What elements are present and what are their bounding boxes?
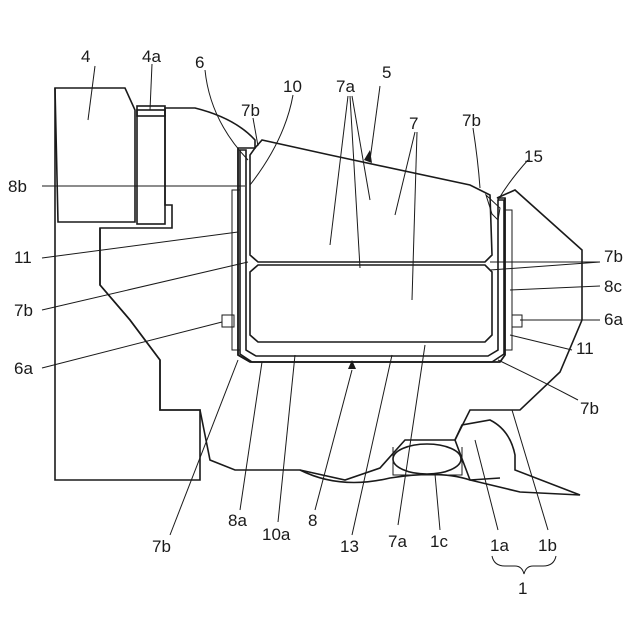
case-8 xyxy=(240,150,504,362)
member-4 xyxy=(55,88,135,222)
label-6a-right: 6a xyxy=(604,310,623,329)
label-15: 15 xyxy=(524,147,543,166)
rubber-seal-1c xyxy=(393,444,462,475)
label-5: 5 xyxy=(382,63,391,82)
label-7-top: 7 xyxy=(409,114,418,133)
label-7b-right: 7b xyxy=(604,247,623,266)
label-8c: 8c xyxy=(604,277,622,296)
label-7b-top-right: 7b xyxy=(462,111,481,130)
label-8a: 8a xyxy=(228,511,247,530)
label-4a: 4a xyxy=(142,47,161,66)
filler-11 xyxy=(222,190,522,350)
label-1a: 1a xyxy=(490,536,509,555)
label-10: 10 xyxy=(283,77,302,96)
label-1c: 1c xyxy=(430,532,448,551)
label-6a-left: 6a xyxy=(14,359,33,378)
label-13: 13 xyxy=(340,537,359,556)
label-11-right: 11 xyxy=(576,339,594,358)
housing-6 xyxy=(100,108,582,480)
seal-4a xyxy=(137,106,165,224)
label-7b-left: 7b xyxy=(14,301,33,320)
label-4: 4 xyxy=(81,47,90,66)
label-1b: 1b xyxy=(538,536,557,555)
label-1: 1 xyxy=(518,579,527,598)
leader-lines xyxy=(42,64,600,574)
ground-outline xyxy=(55,222,500,483)
magnet-lower-7 xyxy=(250,265,492,342)
label-7b-top-left: 7b xyxy=(241,101,260,120)
label-8: 8 xyxy=(308,511,317,530)
label-10a: 10a xyxy=(262,525,291,544)
label-7a-top: 7a xyxy=(336,77,355,96)
label-7a-bottom: 7a xyxy=(388,532,407,551)
label-8b: 8b xyxy=(8,177,27,196)
reference-labels: 4 4a 6 7b 10 7a 5 7 7b 15 8b 11 7b 8c 7b… xyxy=(8,47,623,598)
label-7b-bottom-right: 7b xyxy=(580,399,599,418)
label-6: 6 xyxy=(195,53,204,72)
label-11-left: 11 xyxy=(14,248,32,267)
label-7b-bottom-left: 7b xyxy=(152,537,171,556)
member-1a xyxy=(455,420,580,495)
